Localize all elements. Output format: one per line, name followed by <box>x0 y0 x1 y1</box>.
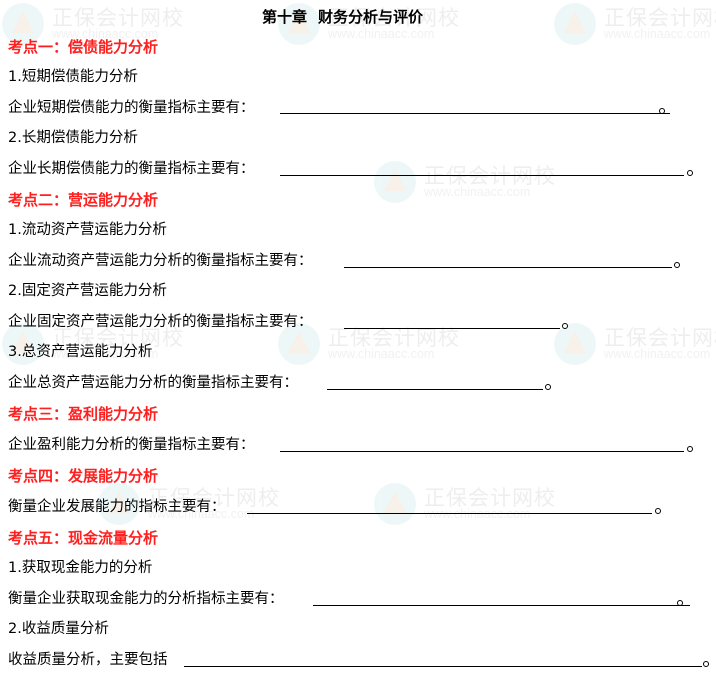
watermark-logo-icon <box>554 323 596 365</box>
watermark-name: 正保会计网校 <box>424 486 556 510</box>
item-label: 1.获取现金能力的分析 <box>8 560 153 576</box>
question-prompt: 企业短期偿债能力的衡量指标主要有： <box>8 100 255 116</box>
section-heading: 考点一：偿债能力分析 <box>8 38 159 56</box>
answer-blank[interactable] <box>247 513 652 514</box>
watermark-url: www.chinaacc.com <box>604 347 711 361</box>
item-label: 2.收益质量分析 <box>8 621 109 637</box>
period-mark <box>687 446 693 452</box>
question-prompt: 企业盈利能力分析的衡量指标主要有： <box>8 437 255 453</box>
watermark: 正保会计网校 www.chinaacc.com <box>554 322 716 366</box>
question-prompt: 企业长期偿债能力的衡量指标主要有： <box>8 161 255 177</box>
period-mark <box>703 661 709 667</box>
watermark-logo-icon <box>374 483 416 525</box>
watermark-url: www.chinaacc.com <box>328 27 435 41</box>
question-prompt: 衡量企业发展能力的指标主要有： <box>8 499 226 515</box>
watermark-url: www.chinaacc.com <box>424 185 531 199</box>
period-mark <box>674 262 680 268</box>
watermark-triangle-icon <box>288 331 310 353</box>
watermark-logo-icon <box>374 161 416 203</box>
answer-blank[interactable] <box>344 267 672 268</box>
page-title: 财务分析与评价 <box>318 8 424 26</box>
item-label: 1.短期偿债能力分析 <box>8 69 138 85</box>
watermark-triangle-icon <box>384 491 406 513</box>
question-prompt: 企业总资产营运能力分析的衡量指标主要有： <box>8 375 298 391</box>
section-heading: 考点四：发展能力分析 <box>8 467 159 485</box>
watermark-triangle-icon <box>12 11 34 33</box>
section-heading: 考点三：盈利能力分析 <box>8 405 159 423</box>
answer-blank[interactable] <box>280 451 684 452</box>
answer-blank[interactable] <box>184 666 702 667</box>
watermark-name: 正保会计网校 <box>52 6 184 30</box>
watermark-logo-icon <box>554 3 596 45</box>
watermark-name: 正保会计网校 <box>604 6 716 30</box>
question-prompt: 收益质量分析，主要包括 <box>8 652 168 668</box>
period-mark <box>545 384 551 390</box>
period-mark <box>562 323 568 329</box>
period-mark <box>687 170 693 176</box>
answer-blank[interactable] <box>280 175 684 176</box>
item-label: 2.长期偿债能力分析 <box>8 130 138 146</box>
watermark: 正保会计网校 www.chinaacc.com <box>374 482 555 526</box>
watermark-triangle-icon <box>384 169 406 191</box>
watermark: 正保会计网校 www.chinaacc.com <box>374 160 555 204</box>
section-heading: 考点五：现金流量分析 <box>8 529 159 547</box>
item-label: 1.流动资产营运能力分析 <box>8 222 167 238</box>
section-heading: 考点二：营运能力分析 <box>8 191 159 209</box>
watermark-triangle-icon <box>564 331 586 353</box>
period-mark <box>655 508 661 514</box>
period-mark <box>677 600 683 606</box>
period-mark <box>659 108 665 114</box>
watermark-name: 正保会计网校 <box>328 326 460 350</box>
item-label: 3.总资产营运能力分析 <box>8 344 153 360</box>
question-prompt: 企业固定资产营运能力分析的衡量指标主要有： <box>8 314 313 330</box>
answer-blank[interactable] <box>280 113 670 114</box>
answer-blank[interactable] <box>344 328 560 329</box>
watermark-name: 正保会计网校 <box>604 326 716 350</box>
question-prompt: 衡量企业获取现金能力的分析指标主要有： <box>8 591 284 607</box>
answer-blank[interactable] <box>327 389 543 390</box>
watermark: 正保会计网校 www.chinaacc.com <box>554 2 716 46</box>
watermark-triangle-icon <box>564 11 586 33</box>
watermark-url: www.chinaacc.com <box>604 27 711 41</box>
answer-blank[interactable] <box>313 605 690 606</box>
watermark-url: www.chinaacc.com <box>424 507 531 521</box>
chapter-number: 第十章 <box>262 8 308 26</box>
item-label: 2.固定资产营运能力分析 <box>8 283 167 299</box>
watermark-url: www.chinaacc.com <box>328 347 435 361</box>
question-prompt: 企业流动资产营运能力分析的衡量指标主要有： <box>8 253 313 269</box>
